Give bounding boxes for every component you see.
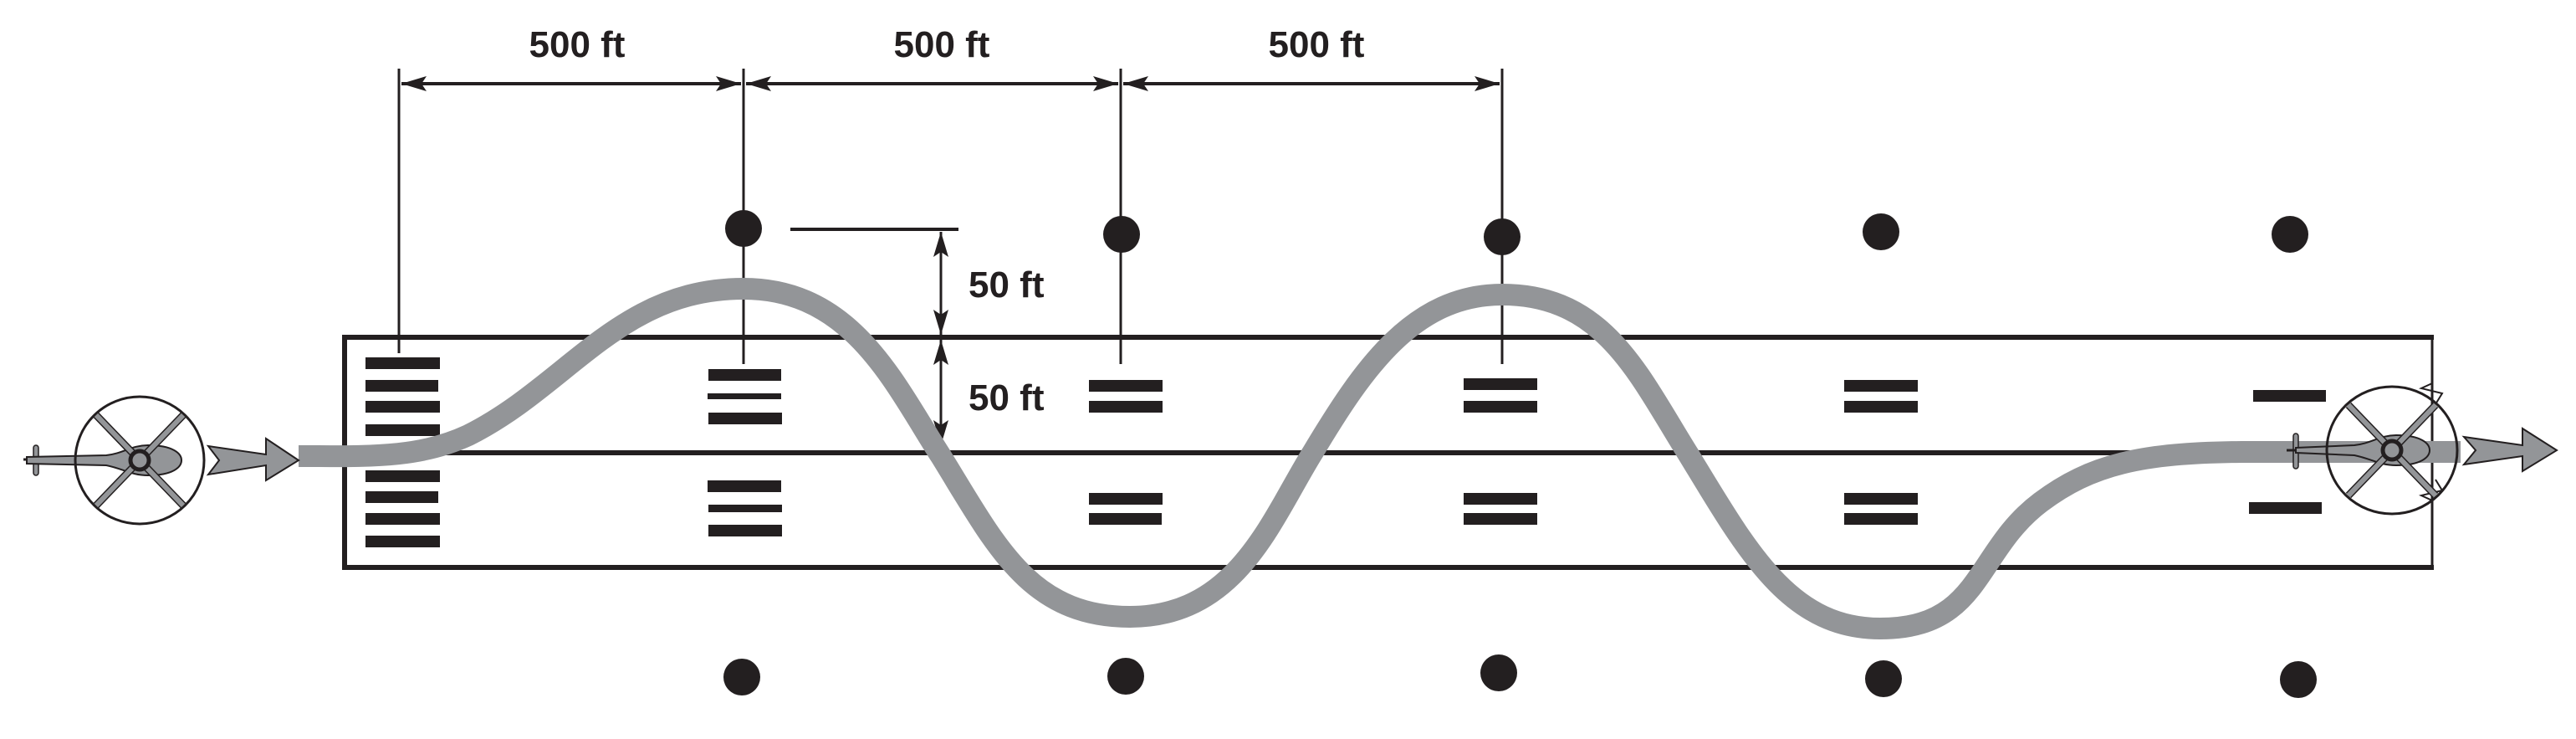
pylon-top-1	[725, 210, 762, 247]
helicopter-end-icon	[2287, 336, 2459, 567]
bottom-pylons	[723, 654, 2317, 698]
extension-lines	[397, 69, 1504, 364]
dimension-label-500ft-1: 500 ft	[529, 24, 626, 65]
marker-group-4	[1464, 378, 1537, 525]
flight-path	[298, 277, 2461, 640]
top-pylons	[725, 210, 2308, 255]
start-direction-arrow-icon	[206, 437, 300, 482]
dimension-label-50ft-upper: 50 ft	[969, 264, 1045, 305]
pylon-bottom-1	[723, 659, 760, 695]
pylon-bottom-3	[1480, 654, 1517, 691]
runway	[342, 335, 2434, 570]
marker-group-threshold	[365, 357, 440, 547]
dimension-label-50ft-lower: 50 ft	[969, 377, 1045, 418]
helicopter-start-icon	[23, 395, 206, 526]
pylon-top-5	[2272, 216, 2308, 253]
pylon-top-4	[1863, 213, 1899, 250]
dimension-label-500ft-3: 500 ft	[1269, 24, 1365, 65]
marker-group-3	[1089, 380, 1163, 525]
pylon-top-3	[1484, 218, 1521, 255]
vertical-dimensions	[790, 228, 958, 445]
end-direction-arrow-icon	[2461, 427, 2558, 473]
marker-group-2	[708, 369, 782, 536]
dimension-label-500ft-2: 500 ft	[894, 24, 990, 65]
pylon-top-2	[1103, 216, 1140, 253]
pylon-bottom-4	[1865, 660, 1902, 697]
runway-markers	[365, 357, 2326, 547]
marker-group-5	[1844, 380, 1918, 525]
marker-group-6	[2249, 390, 2326, 514]
pylon-bottom-2	[1107, 658, 1144, 695]
pylon-bottom-5	[2280, 661, 2317, 698]
